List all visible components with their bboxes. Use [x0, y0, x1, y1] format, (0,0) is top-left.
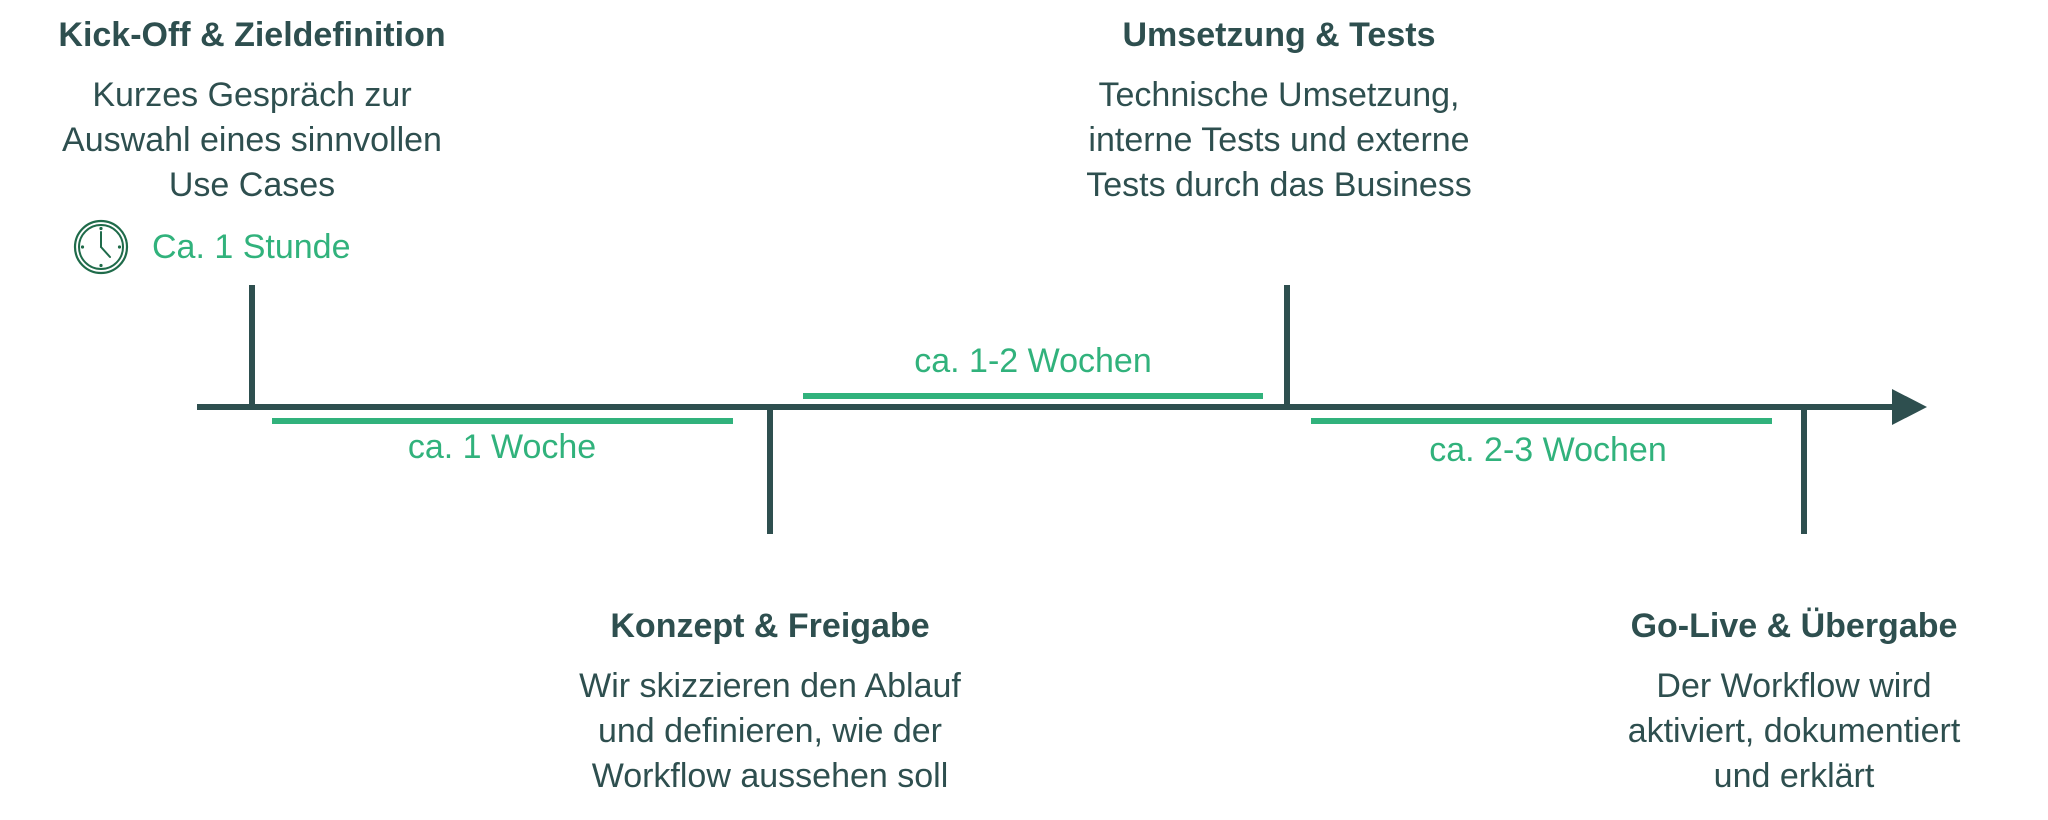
arrow-right-icon	[1892, 389, 1927, 425]
clock-icon	[73, 219, 129, 275]
milestone-description: Der Workflow wird aktiviert, dokumentier…	[1554, 664, 2034, 799]
milestone-kickoff: Kick-Off & Zieldefinition Kurzes Gespräc…	[12, 13, 492, 208]
time-estimate: Ca. 1 Stunde	[72, 218, 350, 276]
description-line: und definieren, wie der	[597, 712, 942, 750]
milestone-description: Wir skizzieren den Ablauf und definieren…	[530, 664, 1010, 799]
milestone-tick-1	[249, 285, 255, 407]
description-line: aktiviert, dokumentiert	[1627, 712, 1961, 750]
milestone-description: Kurzes Gespräch zur Auswahl eines sinnvo…	[12, 73, 492, 208]
description-line: und erklärt	[1713, 757, 1875, 795]
milestone-description: Technische Umsetzung, interne Tests und …	[1039, 73, 1519, 208]
time-estimate-label: Ca. 1 Stunde	[152, 227, 351, 266]
description-line: Use Cases	[168, 166, 336, 204]
description-line: Workflow aussehen soll	[591, 757, 949, 795]
milestone-tick-3	[1284, 285, 1290, 407]
description-line: Der Workflow wird	[1656, 667, 1932, 705]
duration-bar-2	[803, 393, 1263, 399]
duration-bar-1	[272, 418, 733, 424]
duration-label-3: ca. 2-3 Wochen	[1429, 431, 1667, 469]
description-line: Wir skizzieren den Ablauf	[579, 667, 961, 705]
description-line: interne Tests und externe	[1088, 121, 1470, 159]
duration-bar-3	[1311, 418, 1772, 424]
milestone-umsetzung: Umsetzung & Tests Technische Umsetzung, …	[1039, 13, 1519, 208]
milestone-tick-4	[1801, 407, 1807, 534]
milestone-golive: Go-Live & Übergabe Der Workflow wird akt…	[1554, 604, 2034, 799]
timeline-axis	[197, 404, 1897, 410]
description-line: Technische Umsetzung,	[1098, 76, 1460, 114]
description-line: Tests durch das Business	[1086, 166, 1472, 204]
milestone-title: Umsetzung & Tests	[1122, 16, 1436, 54]
milestone-konzept: Konzept & Freigabe Wir skizzieren den Ab…	[530, 604, 1010, 799]
milestone-tick-2	[767, 407, 773, 534]
duration-label-2: ca. 1-2 Wochen	[914, 342, 1152, 380]
description-line: Kurzes Gespräch zur	[92, 76, 412, 114]
milestone-title: Go-Live & Übergabe	[1630, 607, 1958, 645]
milestone-title: Kick-Off & Zieldefinition	[58, 16, 446, 54]
duration-label-1: ca. 1 Woche	[407, 428, 597, 466]
description-line: Auswahl eines sinnvollen	[62, 121, 442, 159]
milestone-title: Konzept & Freigabe	[610, 607, 930, 645]
